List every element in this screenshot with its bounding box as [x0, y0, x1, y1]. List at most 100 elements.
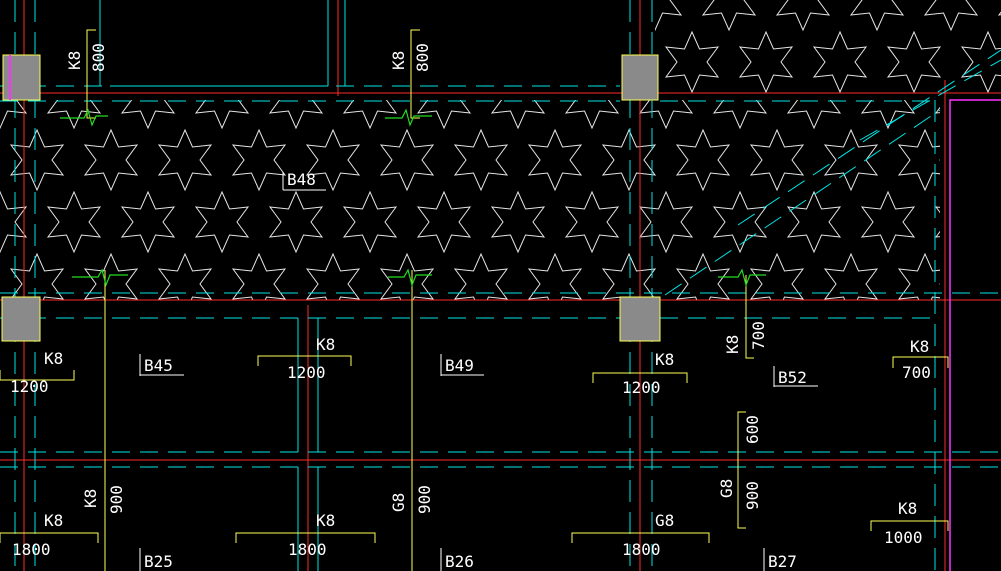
rebar-code[interactable]: K8: [655, 350, 674, 369]
hatch-star: [813, 31, 867, 93]
slab-label-b27[interactable]: B27: [768, 552, 797, 571]
rebar-length[interactable]: 1200: [622, 378, 661, 397]
hatch-star: [417, 191, 471, 253]
hatch-star: [713, 191, 767, 253]
hatch-star: [47, 191, 101, 253]
hatch-star: [565, 191, 619, 253]
rebar-length[interactable]: 1800: [12, 540, 51, 559]
boundary-edge: [949, 99, 1001, 571]
hatch-star: [195, 191, 249, 253]
hatch-star: [195, 100, 249, 129]
rebar-code[interactable]: K8: [44, 511, 63, 530]
columns[interactable]: [1, 54, 661, 342]
hatch-star: [898, 253, 940, 300]
hatch-star: [121, 100, 175, 129]
rebar-lines: [0, 29, 949, 571]
hatch-star: [824, 253, 878, 300]
rebar-code[interactable]: K8: [898, 499, 917, 518]
hatch-star: [702, 0, 756, 31]
hatch-star: [269, 100, 323, 129]
hatch-star: [0, 191, 27, 253]
column-mid-mid[interactable]: [619, 296, 661, 342]
rebar-length[interactable]: 900: [107, 485, 126, 514]
hatch-star: [961, 31, 1001, 93]
rebar-code[interactable]: K8: [44, 349, 63, 368]
rebar-code[interactable]: G8: [655, 511, 674, 530]
slab-label-b49[interactable]: B49: [445, 356, 474, 375]
rebar-annotations-horizontal: K8 1200 K8 1200 K8 1200 K8 700 K8 1800 K…: [10, 335, 931, 559]
rebar-code[interactable]: K8: [316, 335, 335, 354]
hatch-star: [787, 191, 841, 253]
hatch-star: [776, 0, 830, 31]
column-top-mid[interactable]: [621, 54, 659, 101]
slab-labels: B48 B45 B49 B52 B25 B26 B27: [139, 170, 818, 571]
hatch-star: [84, 253, 138, 300]
rebar-code[interactable]: K8: [316, 511, 335, 530]
hatch-star: [639, 191, 693, 253]
hatch-star: [850, 0, 904, 31]
hatch-star: [935, 191, 940, 253]
hatch-star: [676, 253, 730, 300]
hatch-star: [824, 129, 878, 191]
column-mid-left[interactable]: [1, 296, 41, 342]
hatch-star: [158, 253, 212, 300]
hatch-star: [973, 130, 1001, 190]
hatch-star: [343, 100, 397, 129]
hatch-star: [750, 129, 804, 191]
hatch-star: [232, 253, 286, 300]
rebar-length[interactable]: 1800: [288, 540, 327, 559]
hatch-star: [565, 100, 619, 129]
hatch-pattern-main: [0, 100, 1001, 314]
rebar-length[interactable]: 800: [89, 43, 108, 72]
hatch-star: [973, 254, 1001, 314]
slab-label-b45[interactable]: B45: [144, 356, 173, 375]
hatch-star: [655, 0, 682, 31]
hatch-star: [306, 253, 360, 300]
hatch-star: [602, 129, 656, 191]
slab-label-b48[interactable]: B48: [287, 170, 316, 189]
hatch-star: [676, 129, 730, 191]
rebar-length[interactable]: 1800: [622, 540, 661, 559]
rebar-code[interactable]: K8: [723, 335, 742, 354]
hatch-star: [84, 129, 138, 191]
rebar-code[interactable]: G8: [717, 479, 736, 498]
rebar-length[interactable]: 1000: [884, 528, 923, 547]
hatch-star: [528, 129, 582, 191]
slab-label-b52[interactable]: B52: [778, 368, 807, 387]
rebar-length[interactable]: 1200: [10, 377, 49, 396]
rebar-length[interactable]: 600: [743, 415, 762, 444]
hatch-star: [232, 129, 286, 191]
hatch-star: [665, 31, 719, 93]
hatch-star: [380, 129, 434, 191]
rebar-length[interactable]: 800: [413, 43, 432, 72]
hatch-star: [121, 191, 175, 253]
hatch-star: [417, 100, 471, 129]
hatch-star: [528, 253, 582, 300]
rebar-code[interactable]: K8: [910, 337, 929, 356]
rebar-code[interactable]: G8: [389, 493, 408, 512]
slab-label-b25[interactable]: B25: [144, 552, 173, 571]
rebar-length[interactable]: 700: [749, 321, 768, 350]
hatch-star: [454, 253, 508, 300]
hatch-star: [887, 31, 941, 93]
hatch-star: [491, 191, 545, 253]
hatch-star: [924, 0, 978, 31]
hatch-star: [269, 191, 323, 253]
hatch-star: [380, 253, 434, 300]
hatch-star: [555, 0, 607, 30]
hatch-star: [750, 253, 804, 300]
hatch-star: [158, 129, 212, 191]
rebar-length[interactable]: 900: [415, 485, 434, 514]
rebar-length[interactable]: 900: [743, 481, 762, 510]
hatch-star: [739, 31, 793, 93]
rebar-code[interactable]: K8: [65, 51, 84, 70]
rebar-code[interactable]: K8: [389, 51, 408, 70]
rebar-length[interactable]: 1200: [287, 363, 326, 382]
rebar-length[interactable]: 700: [902, 363, 931, 382]
rebar-code[interactable]: K8: [81, 489, 100, 508]
slab-label-b26[interactable]: B26: [445, 552, 474, 571]
hatch-star: [861, 191, 915, 253]
column-top-left[interactable]: [2, 54, 41, 101]
